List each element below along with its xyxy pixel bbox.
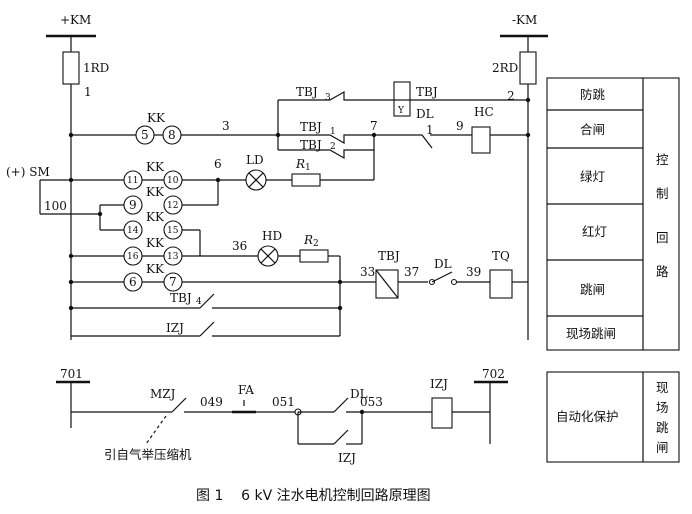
svg-text:KK: KK [146,210,165,224]
control-wiring: 3 TBJ 3 Y TBJ TBJ 1 7 TBJ 2 DL 1 9 HC [68,81,531,337]
svg-text:15: 15 [167,226,179,236]
svg-text:KK: KK [146,160,165,174]
sm-input: (+) SM 100 [6,165,100,215]
svg-text:5: 5 [141,128,149,142]
svg-text:场: 场 [656,400,669,415]
svg-text:IZJ: IZJ [166,321,184,335]
svg-text:+KM: +KM [60,13,91,27]
fuse-2rd [519,51,537,85]
svg-text:KK: KK [147,111,166,125]
svg-text:LD: LD [246,153,264,167]
svg-text:跳闸: 跳闸 [580,282,605,297]
svg-text:3: 3 [325,93,331,103]
svg-text:14: 14 [127,226,139,236]
svg-text:10: 10 [167,176,179,186]
svg-text:7: 7 [169,275,177,289]
svg-text:MZJ: MZJ [150,387,176,401]
svg-text:闸: 闸 [656,440,669,455]
svg-text:051: 051 [272,395,295,409]
svg-text:2: 2 [330,142,336,152]
svg-text:回: 回 [656,230,669,245]
svg-text:合闸: 合闸 [580,122,605,137]
svg-text:36: 36 [232,239,247,253]
negative-bus: -KM 2RD 2 [492,13,548,340]
svg-text:6: 6 [129,275,137,289]
svg-text:13: 13 [167,252,179,262]
svg-text:TBJ: TBJ [300,120,322,134]
svg-text:DL: DL [416,107,434,121]
svg-text:6: 6 [214,157,222,171]
svg-text:现场跳闸: 现场跳闸 [566,326,616,341]
svg-text:37: 37 [404,265,419,279]
svg-text:-KM: -KM [512,13,537,27]
svg-text:702: 702 [482,367,505,381]
svg-text:049: 049 [200,395,223,409]
svg-text:控: 控 [656,152,669,167]
svg-text:DL: DL [350,387,368,401]
svg-text:TBJ: TBJ [170,291,192,305]
svg-text:引自气举压缩机: 引自气举压缩机 [104,447,192,462]
svg-text:39: 39 [466,265,481,279]
svg-text:(+) SM: (+) SM [6,165,50,179]
legend-table: 防跳 合闸 绿灯 红灯 跳闸 现场跳闸 控 制 回 路 [546,77,680,351]
svg-text:TBJ: TBJ [416,85,438,99]
positive-bus: +KM 1RD 1 [46,13,109,340]
svg-text:KK: KK [146,262,165,276]
svg-text:33: 33 [360,265,375,279]
svg-text:防跳: 防跳 [580,87,606,102]
svg-text:053: 053 [360,395,383,409]
svg-text:DL: DL [434,257,452,271]
svg-text:红灯: 红灯 [582,224,607,239]
svg-text:12: 12 [167,201,178,211]
svg-text:1RD: 1RD [83,61,109,75]
fuse-1rd [62,51,80,85]
svg-text:4: 4 [196,297,202,307]
svg-text:7: 7 [370,119,378,133]
figure-caption: 图 1 6 kV 注水电机控制回路原理图 [196,488,431,504]
svg-text:KK: KK [146,185,165,199]
svg-text:11: 11 [127,176,138,186]
svg-text:9: 9 [456,119,464,133]
kk-contacts: 5 8 KK 11 10 KK 9 12 KK 14 15 KK 16 13 K… [123,111,183,292]
svg-text:16: 16 [127,252,139,262]
svg-text:跳: 跳 [656,420,669,435]
svg-text:100: 100 [44,199,67,213]
svg-text:IZJ: IZJ [430,377,448,391]
svg-text:2RD: 2RD [492,61,518,75]
svg-text:R: R [303,233,313,247]
svg-text:Y: Y [397,106,405,116]
svg-text:制: 制 [656,186,669,201]
svg-text:TBJ: TBJ [296,85,318,99]
svg-text:1: 1 [330,127,336,137]
legend-table-2: 自动化保护 现 场 跳 闸 [546,371,680,463]
svg-text:TBJ: TBJ [378,249,400,263]
svg-text:2: 2 [507,89,515,103]
svg-text:R: R [295,157,305,171]
svg-text:绿灯: 绿灯 [580,169,605,184]
svg-text:KK: KK [146,236,165,250]
svg-text:1: 1 [84,85,92,99]
svg-text:FA: FA [238,383,254,397]
svg-text:9: 9 [129,198,137,212]
svg-text:自动化保护: 自动化保护 [556,409,619,424]
svg-text:HC: HC [474,105,494,119]
field-trip-circuit: 701 MZJ 049 FA 051 DL 053 IZJ IZJ 702 引自… [56,367,508,465]
svg-text:1: 1 [426,123,434,137]
svg-text:IZJ: IZJ [338,451,356,465]
svg-text:TQ: TQ [492,249,510,263]
svg-text:701: 701 [60,367,83,381]
svg-text:HD: HD [262,229,282,243]
svg-text:TBJ: TBJ [300,138,322,152]
svg-text:路: 路 [656,264,669,279]
svg-text:3: 3 [222,119,230,133]
svg-text:8: 8 [168,128,176,142]
svg-text:现: 现 [656,380,669,395]
svg-text:1: 1 [305,163,311,173]
svg-text:2: 2 [313,239,319,249]
